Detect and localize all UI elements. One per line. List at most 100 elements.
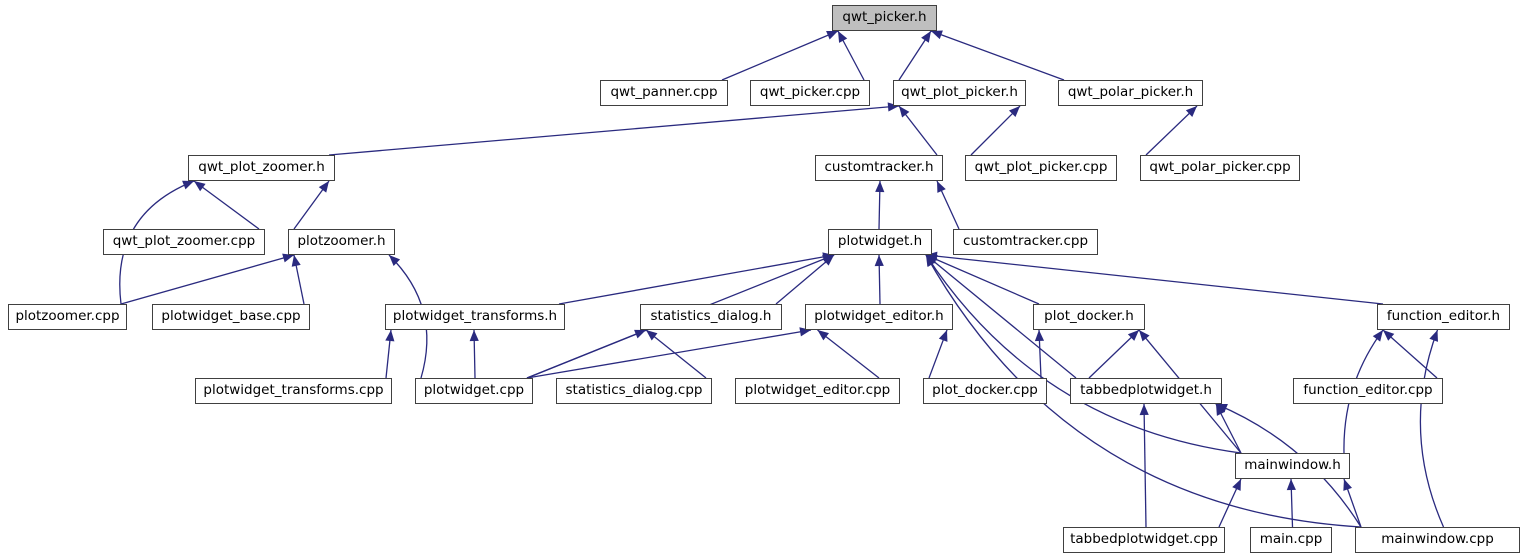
graph-edge-plotzoomer-h-to-qwt-plot-zoomer-h <box>293 180 330 230</box>
graph-node-label: function_editor.cpp <box>1303 382 1433 399</box>
graph-edge-mainwindow-cpp-to-function-editor-h <box>1419 329 1445 528</box>
graph-node-label: plotwidget.cpp <box>423 382 525 399</box>
graph-edge-arrowhead <box>1343 479 1353 491</box>
graph-node-tabbedplotwidget-cpp[interactable]: tabbedplotwidget.cpp <box>1063 527 1225 553</box>
graph-edge-line <box>1419 329 1445 528</box>
graph-edge-arrowhead <box>385 330 395 342</box>
graph-node-plotwidget-transforms-cpp[interactable]: plotwidget_transforms.cpp <box>195 378 392 404</box>
graph-edge-arrowhead <box>926 255 936 267</box>
graph-edge-line <box>558 254 835 305</box>
graph-node-plotwidget-editor-h[interactable]: plotwidget_editor.h <box>805 304 953 330</box>
graph-edge-arrowhead <box>318 181 329 193</box>
graph-edge-line <box>775 254 835 305</box>
graph-edge-arrowhead <box>938 330 948 342</box>
graph-edge-line <box>930 30 1065 81</box>
graph-node-function-editor-cpp[interactable]: function_editor.cpp <box>1293 378 1443 404</box>
graph-edge-arrowhead <box>937 181 946 193</box>
graph-edge-qwt-plot-picker-cpp-to-qwt-plot-picker-h <box>970 105 1021 156</box>
graph-edge-line <box>119 180 195 305</box>
graph-node-label: qwt_polar_picker.cpp <box>1149 159 1291 176</box>
graph-edge-arrowhead <box>634 329 646 339</box>
graph-node-tabbedplotwidget-h[interactable]: tabbedplotwidget.h <box>1070 378 1222 404</box>
graph-edge-line <box>328 105 900 156</box>
graph-edge-arrowhead <box>1127 330 1139 341</box>
graph-node-qwt-plot-zoomer-cpp[interactable]: qwt_plot_zoomer.cpp <box>103 229 265 255</box>
graph-node-plotwidget-editor-cpp[interactable]: plotwidget_editor.cpp <box>735 378 900 404</box>
graph-edge-arrowhead <box>194 181 206 192</box>
graph-edge-arrowhead <box>1216 404 1228 413</box>
graph-edge-arrowhead <box>838 31 848 43</box>
graph-node-label: function_editor.h <box>1386 308 1501 325</box>
graph-node-label: plot_docker.cpp <box>932 382 1038 399</box>
graph-node-mainwindow-h[interactable]: mainwindow.h <box>1235 453 1350 479</box>
graph-node-label: tabbedplotwidget.h <box>1080 382 1212 399</box>
graph-node-label: statistics_dialog.cpp <box>565 382 703 399</box>
graph-edge-plot-docker-cpp-to-plot-docker-h <box>1034 329 1045 379</box>
graph-edge-mainwindow-cpp-to-mainwindow-h <box>1343 478 1362 528</box>
graph-edge-arrowhead <box>874 255 884 267</box>
graph-node-function-editor-h[interactable]: function_editor.h <box>1377 304 1510 330</box>
graph-edge-line <box>193 180 260 230</box>
graph-node-plotwidget-h[interactable]: plotwidget.h <box>828 229 932 255</box>
graph-edge-qwt-polar-picker-h-to-qwt-picker-h <box>930 30 1065 81</box>
graph-edge-arrowhead <box>826 31 838 40</box>
graph-node-qwt-picker-cpp[interactable]: qwt_picker.cpp <box>750 80 870 106</box>
graph-edge-arrowhead <box>887 102 899 112</box>
graph-node-statistics-dialog-cpp[interactable]: statistics_dialog.cpp <box>556 378 712 404</box>
graph-node-plotzoomer-h[interactable]: plotzoomer.h <box>288 229 395 255</box>
graph-node-label: qwt_polar_picker.h <box>1067 84 1194 101</box>
graph-node-label: qwt_plot_zoomer.h <box>198 159 325 176</box>
graph-node-qwt-plot-zoomer-h[interactable]: qwt_plot_zoomer.h <box>188 155 335 181</box>
graph-node-plot-docker-cpp[interactable]: plot_docker.cpp <box>923 378 1047 404</box>
graph-edge-arrowhead <box>822 254 834 264</box>
graph-node-customtracker-cpp[interactable]: customtracker.cpp <box>953 229 1098 255</box>
graph-node-plotzoomer-cpp[interactable]: plotzoomer.cpp <box>8 304 127 330</box>
graph-edge-tabbedplotwidget-h-to-plot-docker-h <box>1088 329 1140 379</box>
graph-node-label: plot_docker.h <box>1044 308 1134 325</box>
graph-edge-arrowhead <box>291 255 301 267</box>
graph-node-plot-docker-h[interactable]: plot_docker.h <box>1033 304 1145 330</box>
graph-node-label: plotzoomer.h <box>297 233 386 250</box>
graph-node-plotwidget-transforms-h[interactable]: plotwidget_transforms.h <box>385 304 565 330</box>
graph-edge-arrowhead <box>1286 479 1296 491</box>
graph-node-qwt-plot-picker-h[interactable]: qwt_plot_picker.h <box>893 80 1026 106</box>
graph-node-label: qwt_plot_zoomer.cpp <box>112 233 256 250</box>
graph-node-label: qwt_picker.h <box>842 9 927 26</box>
graph-node-label: mainwindow.h <box>1244 457 1341 474</box>
graph-edge-arrowhead <box>1139 404 1149 416</box>
graph-edge-arrowhead <box>875 181 885 193</box>
graph-edge-qwt-picker-cpp-to-qwt-picker-h <box>837 30 865 81</box>
graph-edge-customtracker-cpp-to-customtracker-h <box>936 180 960 230</box>
graph-edge-line <box>526 329 812 379</box>
graph-edge-plotwidget-editor-cpp-to-plotwidget-editor-h <box>817 329 880 379</box>
graph-node-main-cpp[interactable]: main.cpp <box>1250 527 1332 553</box>
graph-edge-qwt-plot-zoomer-h-to-qwt-plot-picker-h <box>328 102 900 156</box>
graph-node-qwt-polar-picker-cpp[interactable]: qwt_polar_picker.cpp <box>1140 155 1300 181</box>
graph-node-plotwidget-base-cpp[interactable]: plotwidget_base.cpp <box>152 304 310 330</box>
graph-edge-line <box>526 329 647 379</box>
graph-edge-arrowhead <box>1139 330 1150 342</box>
graph-node-qwt-panner-cpp[interactable]: qwt_panner.cpp <box>600 80 728 106</box>
graph-edge-line <box>1145 105 1198 156</box>
graph-node-qwt-plot-picker-cpp[interactable]: qwt_plot_picker.cpp <box>965 155 1117 181</box>
graph-node-customtracker-h[interactable]: customtracker.h <box>815 155 943 181</box>
graph-edge-line <box>925 254 1362 528</box>
graph-node-label: plotwidget_transforms.h <box>392 308 558 325</box>
graph-node-label: statistics_dialog.h <box>650 308 772 325</box>
graph-node-label: tabbedplotwidget.cpp <box>1070 531 1218 548</box>
graph-node-plotwidget-cpp[interactable]: plotwidget.cpp <box>415 378 533 404</box>
graph-edge-line <box>925 254 1040 305</box>
graph-node-statistics-dialog-h[interactable]: statistics_dialog.h <box>640 304 782 330</box>
graph-node-label: qwt_picker.cpp <box>759 84 861 101</box>
graph-node-qwt-polar-picker-h[interactable]: qwt_polar_picker.h <box>1058 80 1203 106</box>
graph-edge-line <box>1143 403 1147 528</box>
graph-edge-line <box>925 254 1384 305</box>
graph-edge-tabbedplotwidget-cpp-to-mainwindow-h <box>1218 478 1242 528</box>
graph-node-mainwindow-cpp[interactable]: mainwindow.cpp <box>1355 527 1520 553</box>
graph-edge-line <box>925 254 1077 379</box>
graph-node-qwt-picker-h[interactable]: qwt_picker.h <box>832 5 937 31</box>
graph-edge-arrowhead <box>1383 330 1395 341</box>
graph-edge-arrowhead <box>1008 106 1020 118</box>
graph-edge-line <box>1382 329 1438 379</box>
